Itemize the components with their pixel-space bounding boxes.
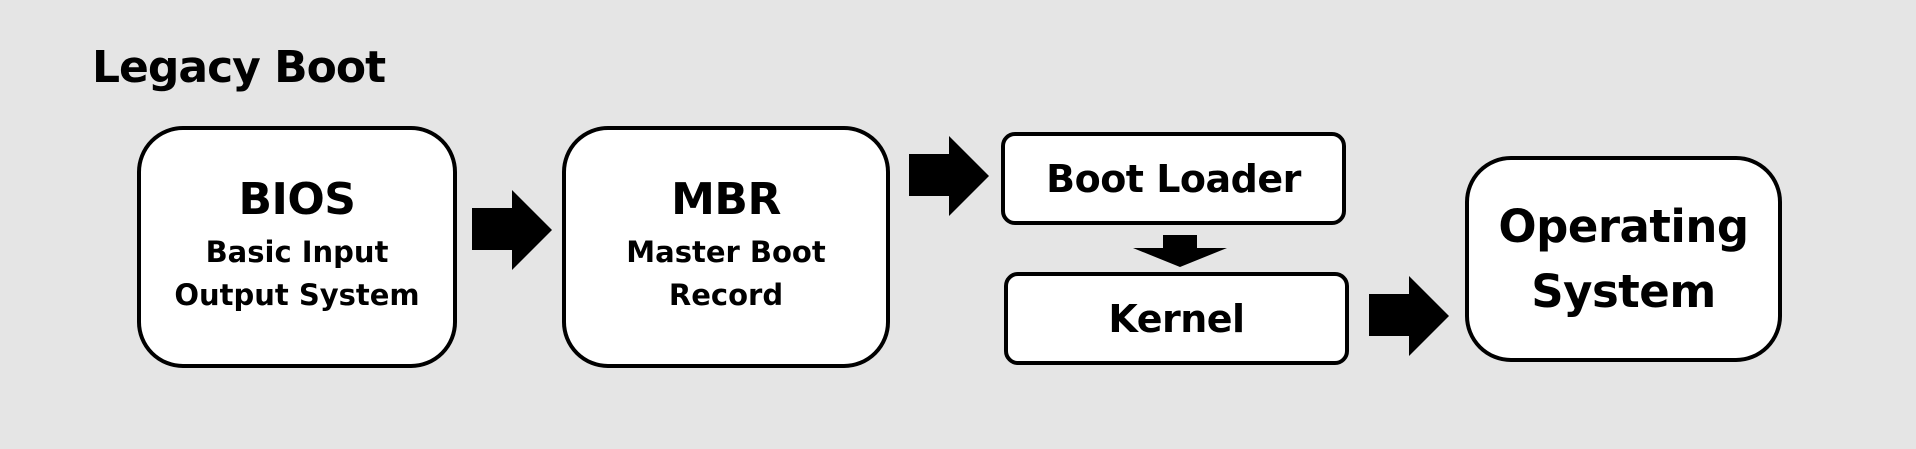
- os-label-line-2: System: [1531, 265, 1716, 318]
- mbr-description-line-2: Record: [668, 278, 784, 313]
- mbr-description-line-1: Master Boot: [626, 234, 826, 269]
- diagram-title: Legacy Boot: [92, 42, 386, 93]
- operating-system-box: Operating System: [1465, 156, 1782, 362]
- mbr-box: MBR Master Boot Record: [562, 126, 890, 368]
- bios-description-line-1: Basic Input: [205, 234, 389, 269]
- bootloader-label: Boot Loader: [1046, 156, 1301, 201]
- bios-box: BIOS Basic Input Output System: [137, 126, 457, 368]
- kernel-label: Kernel: [1108, 296, 1245, 341]
- os-label-line-1: Operating: [1498, 199, 1749, 253]
- bios-description-line-2: Output System: [174, 278, 420, 313]
- kernel-box: Kernel: [1004, 272, 1349, 365]
- bootloader-box: Boot Loader: [1001, 132, 1346, 225]
- arrow-mbr-to-bootloader: [909, 136, 989, 216]
- arrow-bootloader-to-kernel: [1133, 235, 1227, 267]
- bios-heading: BIOS: [238, 174, 356, 226]
- arrow-bios-to-mbr: [472, 190, 552, 270]
- mbr-heading: MBR: [671, 174, 781, 226]
- arrow-kernel-to-os: [1369, 276, 1449, 356]
